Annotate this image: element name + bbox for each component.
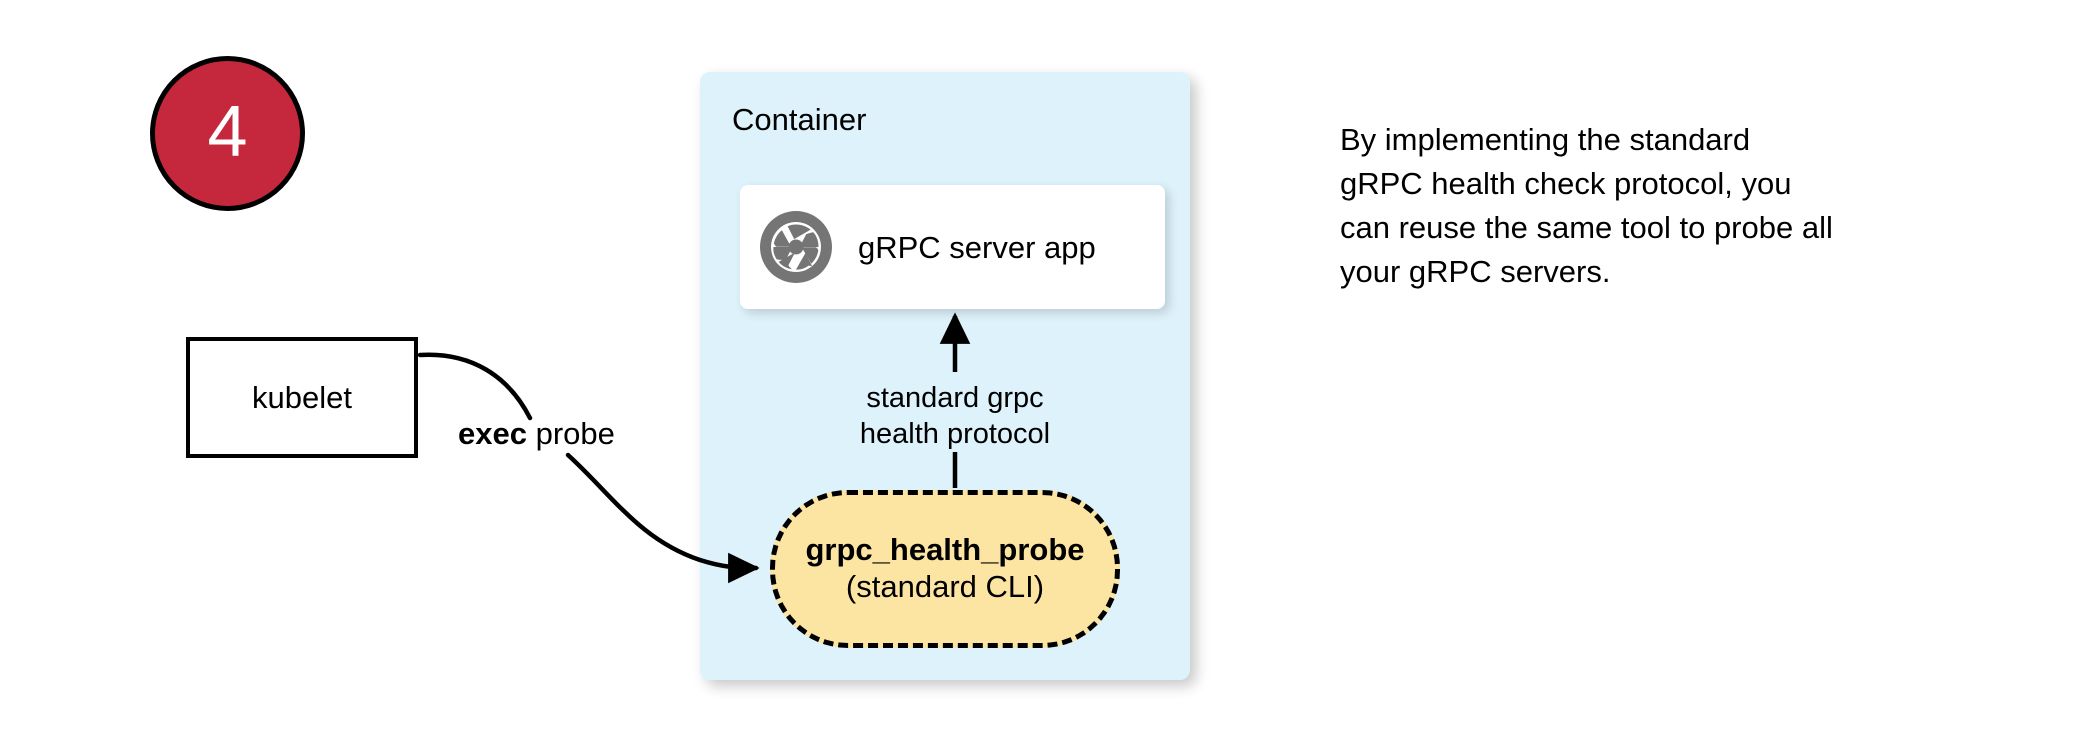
description-line-3: can reuse the same tool to probe all — [1340, 210, 1833, 246]
grpc-server-app-card: gRPC server app — [740, 185, 1165, 309]
protocol-edge-label: standard grpc health protocol — [795, 380, 1115, 453]
description-line-2: gRPC health check protocol, you — [1340, 166, 1792, 202]
description-line-4: your gRPC servers. — [1340, 254, 1611, 290]
grpc-health-probe-subtitle: (standard CLI) — [845, 569, 1045, 604]
exec-keyword: exec — [458, 416, 527, 451]
protocol-line-1: standard grpc — [866, 382, 1044, 414]
kubelet-node: kubelet — [186, 337, 418, 458]
aperture-icon — [760, 211, 832, 283]
step-number-badge: 4 — [150, 56, 305, 211]
container-title: Container — [732, 102, 867, 137]
description-line-1: By implementing the standard — [1340, 122, 1751, 157]
grpc-server-app-label: gRPC server app — [858, 229, 1096, 265]
kubelet-to-probe-arrow-upper — [417, 352, 533, 421]
grpc-health-probe-node: grpc_health_probe (standard CLI) — [770, 490, 1120, 648]
kubelet-label: kubelet — [252, 380, 352, 415]
protocol-line-2: health protocol — [859, 418, 1051, 451]
exec-probe-rest: probe — [526, 416, 615, 451]
exec-probe-edge-label: exec probe — [458, 415, 615, 452]
step-number-label: 4 — [207, 91, 248, 172]
grpc-health-probe-name: grpc_health_probe — [805, 532, 1085, 568]
description-text: By implementing the standard gRPC health… — [1340, 118, 1960, 294]
